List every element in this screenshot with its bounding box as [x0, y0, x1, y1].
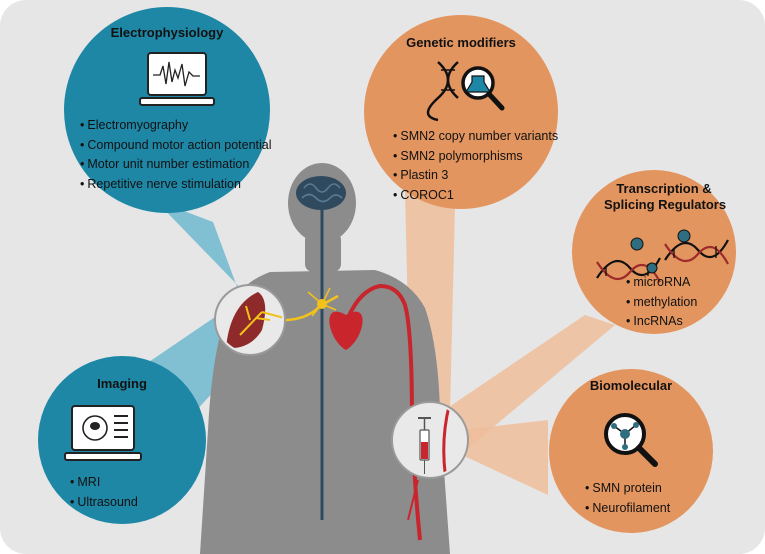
list-item: Motor unit number estimation	[80, 155, 272, 175]
list-item: Repetitive nerve stimulation	[80, 175, 272, 195]
list-item: SMN protein	[585, 479, 670, 499]
list-item: Neurofilament	[585, 499, 670, 519]
transcription-title-line2: Splicing Regulators	[604, 197, 727, 212]
list-item: methylation	[626, 293, 697, 313]
brain-folds	[301, 183, 343, 203]
biomolecular-beam	[462, 420, 548, 495]
transcription-title-line1: Transcription &	[616, 181, 712, 196]
genetic-modifiers-list: SMN2 copy number variants SMN2 polymorph…	[393, 127, 558, 205]
list-item: SMN2 polymorphisms	[393, 147, 558, 167]
list-item: Ultrasound	[70, 493, 137, 513]
list-item: Compound motor action potential	[80, 136, 271, 156]
neuron-body	[317, 299, 327, 309]
muscle-tissue-icon	[226, 292, 282, 349]
electrophysiology-beam	[155, 200, 262, 354]
dna-strands-icon	[596, 229, 729, 283]
list-item: SMN2 copy number variants	[393, 127, 558, 147]
imaging-list: MRI Ultrasound	[70, 473, 138, 513]
biomolecular-list: SMN protein Neurofilament	[585, 479, 670, 518]
monitor-scan-icon	[64, 405, 142, 461]
list-item: Electromyography	[80, 116, 272, 136]
blood-draw-zoom-circle	[391, 401, 469, 479]
electrophysiology-title: Electrophysiology	[110, 25, 224, 40]
molecule-magnifier-icon	[604, 413, 658, 467]
transcription-beam	[440, 315, 615, 455]
dna-magnifier-icon	[426, 61, 505, 122]
monitor-emg-icon	[139, 52, 215, 106]
list-item: IncRNAs	[626, 312, 697, 332]
list-item: Plastin 3	[393, 166, 558, 186]
transcription-list: microRNA methylation IncRNAs	[626, 273, 697, 332]
genetic-modifiers-title: Genetic modifiers	[406, 35, 516, 50]
heart-icon	[329, 311, 363, 350]
list-item: MRI	[70, 473, 138, 493]
list-item: COROC1	[393, 186, 558, 206]
electrophysiology-list: Electromyography Compound motor action p…	[80, 116, 272, 195]
list-item: microRNA	[626, 273, 697, 293]
biomolecular-title: Biomolecular	[589, 378, 673, 393]
imaging-title: Imaging	[97, 376, 147, 391]
brain-icon	[296, 176, 346, 210]
